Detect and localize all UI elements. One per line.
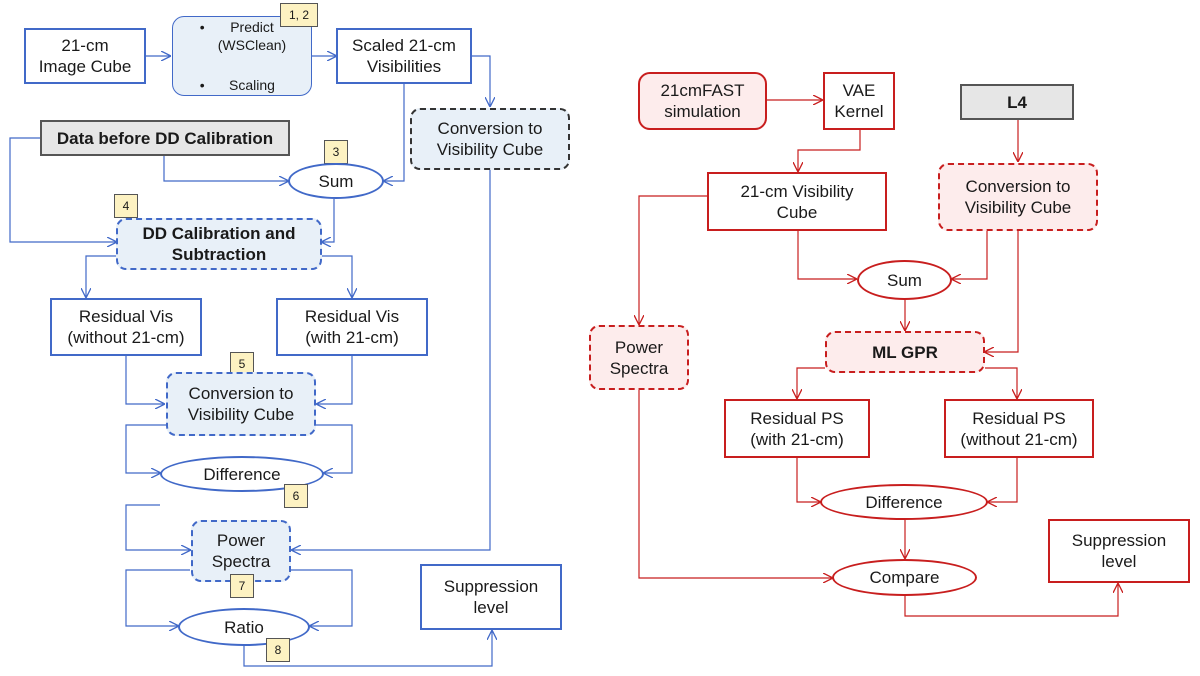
edge-conv-diff-right	[316, 424, 353, 473]
step-badge-3: 3	[324, 140, 348, 164]
edge-scaled-sum	[384, 84, 405, 181]
step-badge-4: 4	[114, 194, 138, 218]
predict-scaling-node: Predict (WSClean) Scaling	[172, 16, 312, 96]
step-badge-6: 6	[284, 484, 308, 508]
residual-vis-with-node: Residual Vis (with 21-cm)	[276, 298, 428, 356]
edge-residwith-diff	[796, 458, 820, 502]
power-spectra-right-node: Power Spectra	[589, 325, 689, 390]
edge-sum-ddcal	[322, 199, 335, 242]
edge-conv-power	[292, 170, 491, 550]
21cmfast-simulation-node: 21cmFAST simulation	[638, 72, 767, 130]
sum-right-node: Sum	[857, 260, 952, 300]
residual-vis-without-node: Residual Vis (without 21-cm)	[50, 298, 202, 356]
edge-residwithout-diff	[988, 458, 1018, 502]
edge-residwithout-conv	[125, 356, 164, 404]
l4-node: L4	[960, 84, 1074, 120]
step-badge-1-2: 1, 2	[280, 3, 318, 27]
edge-viscube-power	[639, 195, 707, 324]
predict-item: Predict (WSClean)	[200, 18, 287, 54]
21cm-visibility-cube-node: 21-cm Visibility Cube	[707, 172, 887, 231]
predict-scaling-list: Predict (WSClean) Scaling	[198, 0, 287, 114]
edge-conv-diff-left	[125, 424, 166, 473]
dd-calibration-node: DD Calibration and Subtraction	[116, 218, 322, 270]
scaled-visibilities-node: Scaled 21-cm Visibilities	[336, 28, 472, 84]
conversion-visibility-cube-mid-node: Conversion to Visibility Cube	[166, 372, 316, 436]
step-badge-7: 7	[230, 574, 254, 598]
edge-data-sum	[163, 156, 288, 181]
edge-ddcal-residwithout	[86, 255, 116, 297]
edge-data-ddcal	[9, 137, 116, 242]
vae-kernel-node: VAE Kernel	[823, 72, 895, 130]
sum-node: Sum	[288, 163, 384, 199]
residual-ps-with-node: Residual PS (with 21-cm)	[724, 399, 870, 458]
edge-conv-sum	[952, 231, 988, 279]
edge-conv-mlgpr	[985, 231, 1019, 352]
suppression-level-left-node: Suppression level	[420, 564, 562, 630]
edge-ddcal-residwith	[322, 255, 352, 297]
edge-power-ratio-left	[125, 569, 190, 626]
edge-viscube-sum	[797, 231, 856, 279]
edge-vae-viscube	[798, 130, 861, 171]
power-spectra-node: Power Spectra	[191, 520, 291, 582]
edge-ratio-suppression	[243, 631, 492, 667]
edge-diff-power	[125, 504, 190, 550]
suppression-level-right-node: Suppression level	[1048, 519, 1190, 583]
ml-gpr-node: ML GPR	[825, 331, 985, 373]
edge-mlgpr-residwithout	[985, 367, 1017, 398]
step-badge-8: 8	[266, 638, 290, 662]
data-before-dd-calibration-node: Data before DD Calibration	[40, 120, 290, 156]
scaling-item: Scaling	[200, 76, 286, 94]
conversion-visibility-cube-right-node: Conversion to Visibility Cube	[938, 163, 1098, 231]
edge-power-compare	[638, 390, 832, 578]
edge-mlgpr-residwith	[797, 367, 825, 398]
difference-node: Difference	[160, 456, 324, 492]
edge-residwith-conv	[317, 356, 353, 404]
edge-scaled-conv	[472, 55, 490, 106]
edge-power-ratio-right	[291, 569, 353, 626]
residual-ps-without-node: Residual PS (without 21-cm)	[944, 399, 1094, 458]
edge-compare-suppression	[904, 584, 1118, 617]
conversion-visibility-cube-top-node: Conversion to Visibility Cube	[410, 108, 570, 170]
difference-right-node: Difference	[820, 484, 988, 520]
compare-node: Compare	[832, 559, 977, 596]
image-cube-node: 21-cm Image Cube	[24, 28, 146, 84]
ratio-node: Ratio	[178, 608, 310, 646]
